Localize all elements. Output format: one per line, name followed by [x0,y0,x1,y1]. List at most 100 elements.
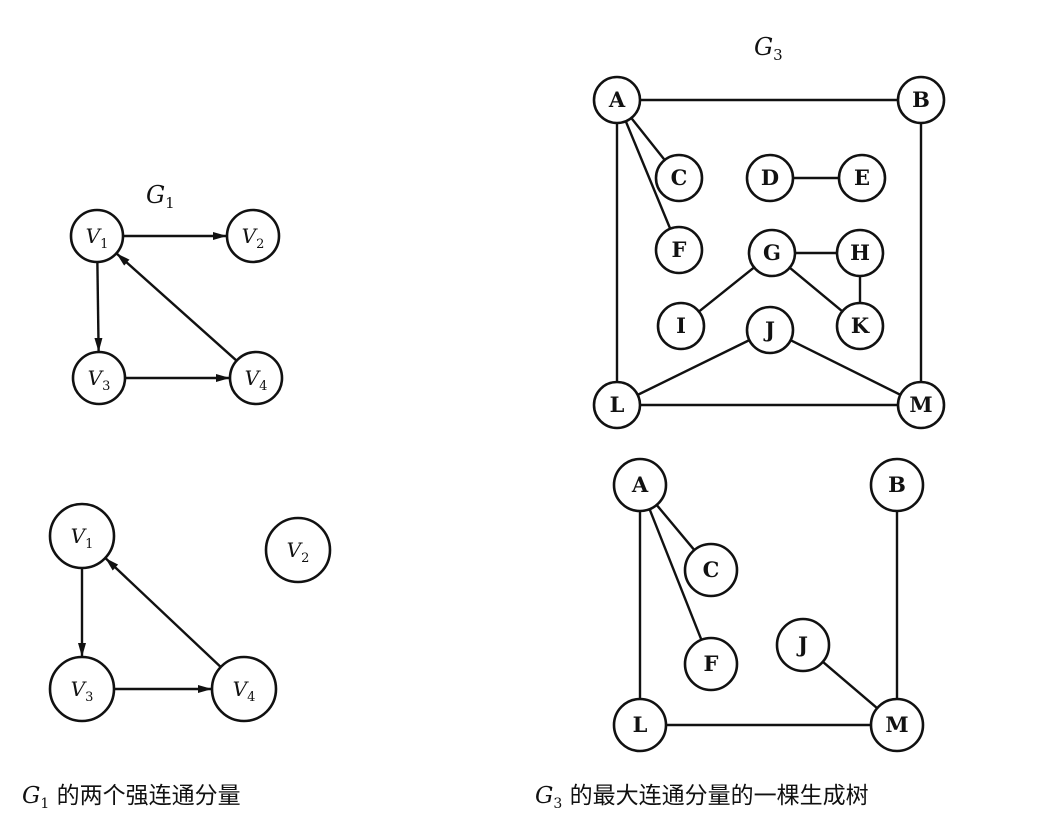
g3-node-J: J [745,305,795,355]
g1-node-circle-V3 [71,350,127,406]
g3_tree-node-circle-F [683,636,739,692]
g1_components-node-label-V2: V2 [287,538,310,566]
g3-node-circle-F [654,225,704,275]
g3-node-label-L: L [610,392,625,417]
g1_components-node-circle-V2 [264,516,332,584]
g3-node-label-E: E [854,165,870,190]
g3_tree-node-label-C: C [703,557,720,582]
g3_tree-node-circle-A [612,457,668,513]
g1_components-node-V4: V4 [210,655,278,723]
g1_components-node-label-V1: V1 [71,524,94,552]
g3-edge-A-F [624,120,672,230]
g1-edge-V4-V1 [116,253,238,362]
g1_components-node-V1: V1 [48,502,116,570]
g1-edge-V1-V3 [94,261,103,353]
g1-node-label-V2: V2 [242,224,265,252]
g3-node-circle-C [654,153,704,203]
g3-node-M: M [896,380,946,430]
g3-node-K: K [835,301,885,351]
g1-node-V1: V1 [69,208,125,264]
g3-node-C: C [654,153,704,203]
g3_tree-node-label-M: M [885,712,908,737]
g3_tree-node-M: M [869,697,925,753]
g3-node-circle-A [592,75,642,125]
g1-node-circle-V2 [225,208,281,264]
g3-node-label-D: D [761,165,779,190]
g3-graph: A B C D E F G H I J K L M [592,75,946,430]
g3-node-circle-J [745,305,795,355]
g3-node-circle-H [835,228,885,278]
g3_tree-node-circle-C [683,542,739,598]
g3-edge-J-L [637,339,750,396]
g3-node-D: D [745,153,795,203]
g3-node-H: H [835,228,885,278]
g3-tree-caption: G3 的最大连通分量的一棵生成树 [535,783,869,812]
g3_tree-node-label-F: F [704,651,719,676]
g3-edge-G-I [698,266,755,313]
g3-node-I: I [656,301,706,351]
g3-node-L: L [592,380,642,430]
g3_tree-node-circle-J [775,617,831,673]
g3-node-circle-I [656,301,706,351]
g3-node-circle-G [747,228,797,278]
g3_tree-node-label-L: L [633,712,648,737]
g3_tree-node-A: A [612,457,668,513]
g3-spanning-tree-graph: A B C F J L M [612,457,925,753]
g3_tree-node-circle-B [869,457,925,513]
g3_tree-node-label-A: A [631,472,649,497]
g1-node-V2: V2 [225,208,281,264]
g1_components-node-V3: V3 [48,655,116,723]
g3-node-G: G [747,228,797,278]
g3_tree-node-B: B [869,457,925,513]
g3-node-label-F: F [672,237,687,262]
g3-node-label-C: C [671,165,688,190]
g1-node-V3: V3 [71,350,127,406]
g1_components-edge-V4-V1 [105,557,222,668]
g1-node-label-V3: V3 [88,366,111,394]
g3_tree-node-L: L [612,697,668,753]
g1_components-node-circle-V4 [210,655,278,723]
g3_tree-node-label-J: J [796,632,808,657]
g1-components-caption: G1 的两个强连通分量 [22,783,241,812]
g3-node-B: B [896,75,946,125]
g1-title: G1 [146,181,175,212]
g3-node-circle-L [592,380,642,430]
g3-node-label-B: B [912,87,930,112]
g3-node-label-A: A [608,87,626,112]
g1-node-circle-V4 [228,350,284,406]
g3-node-label-K: K [851,313,870,338]
g1-node-label-V1: V1 [86,224,109,252]
g3-node-label-G: G [763,240,781,265]
g3-node-circle-D [745,153,795,203]
g3_tree-edge-A-F [648,508,703,641]
g3_tree-node-circle-L [612,697,668,753]
g3-node-label-J: J [763,317,775,342]
g1_components-node-label-V4: V4 [233,677,256,705]
g3-edge-J-M [790,339,901,396]
g1-node-circle-V1 [69,208,125,264]
g3_tree-edge-A-C [655,504,696,551]
g3_tree-node-J: J [775,617,831,673]
g3-node-label-I: I [676,313,686,338]
g3-node-label-M: M [909,392,932,417]
g1_components-node-V2: V2 [264,516,332,584]
g3_tree-node-F: F [683,636,739,692]
g3-node-circle-B [896,75,946,125]
g3-node-circle-K [835,301,885,351]
g1-node-V4: V4 [228,350,284,406]
g1_components-node-label-V3: V3 [71,677,94,705]
g3_tree-edge-J-M [822,660,878,710]
g3-node-F: F [654,225,704,275]
g3_tree-node-label-B: B [888,472,906,497]
g3_tree-node-C: C [683,542,739,598]
g3-node-circle-M [896,380,946,430]
g3-node-E: E [837,153,887,203]
g1_components-node-circle-V1 [48,502,116,570]
g3-edge-G-K [788,266,844,313]
g3-node-circle-E [837,153,887,203]
g3-node-A: A [592,75,642,125]
